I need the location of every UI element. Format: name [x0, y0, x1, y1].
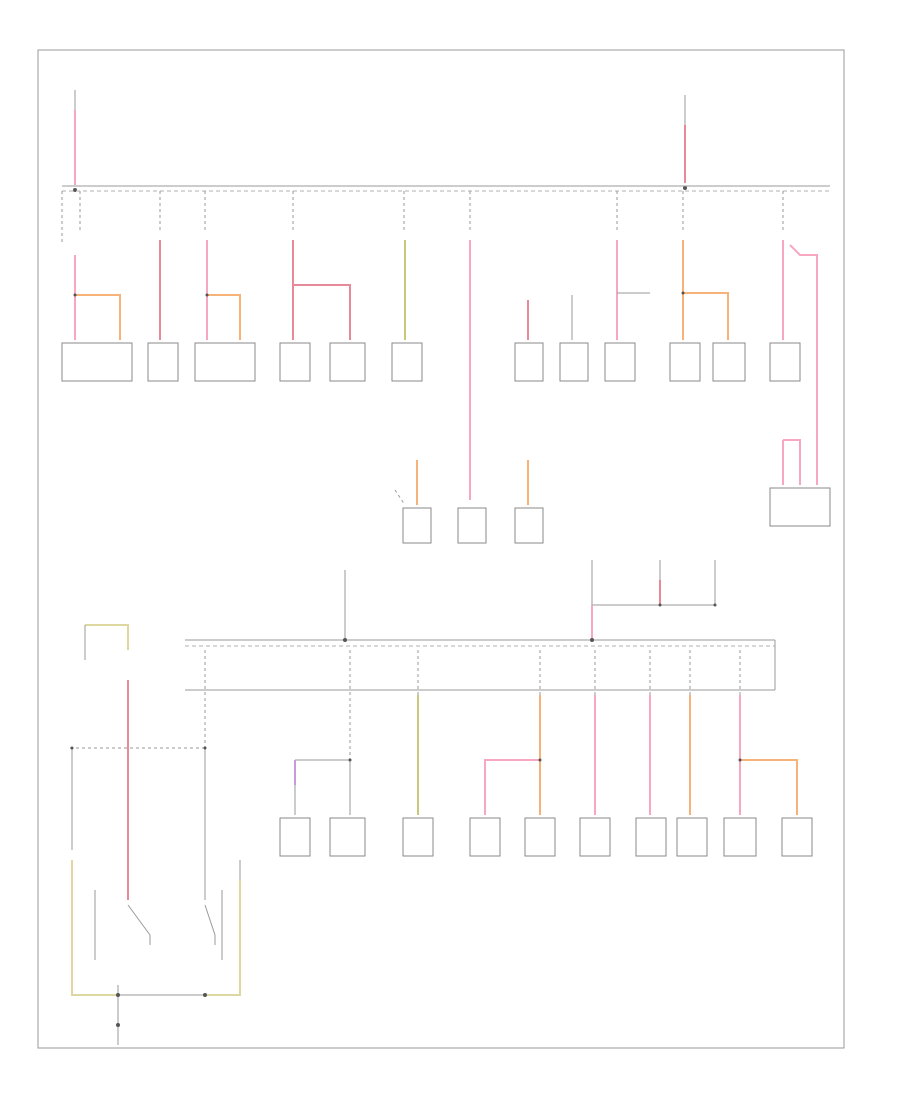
- component-box: [712, 342, 746, 382]
- junction-dots: [70, 291, 742, 762]
- component-box: [329, 342, 366, 382]
- component-box: [579, 817, 611, 857]
- top-fuse-drops: [61, 191, 784, 245]
- component-box: [514, 507, 544, 544]
- component-row-1: [61, 342, 801, 382]
- component-box: [61, 342, 133, 382]
- component-box: [781, 817, 813, 857]
- component-box: [469, 817, 501, 857]
- component-box: [402, 507, 432, 544]
- lower-bus-bar: [185, 639, 776, 691]
- left-ignition-section: [70, 624, 241, 1045]
- component-box: [635, 817, 667, 857]
- component-box: [402, 817, 434, 857]
- component-box: [194, 342, 256, 382]
- component-box: [147, 342, 179, 382]
- top-right-feed: [683, 95, 687, 190]
- component-box: [769, 487, 831, 527]
- component-box: [769, 342, 801, 382]
- right-feeds: [591, 560, 716, 640]
- top-bus-bar: [62, 185, 830, 192]
- component-box: [457, 507, 487, 544]
- component-box: [514, 342, 544, 382]
- top-left-feed: [73, 90, 77, 192]
- component-box: [676, 817, 708, 857]
- component-box: [279, 817, 311, 857]
- diagram-frame: [37, 49, 845, 1049]
- lower-circuits: [204, 650, 798, 900]
- component-box: [559, 342, 589, 382]
- component-box: [391, 342, 423, 382]
- component-box: [279, 342, 311, 382]
- component-row-2: [279, 817, 813, 857]
- component-box: [669, 342, 701, 382]
- top-circuits: [74, 240, 818, 500]
- mid-section: [394, 460, 831, 544]
- component-box: [524, 817, 556, 857]
- component-box: [604, 342, 636, 382]
- component-box: [723, 817, 757, 857]
- component-box: [329, 817, 366, 857]
